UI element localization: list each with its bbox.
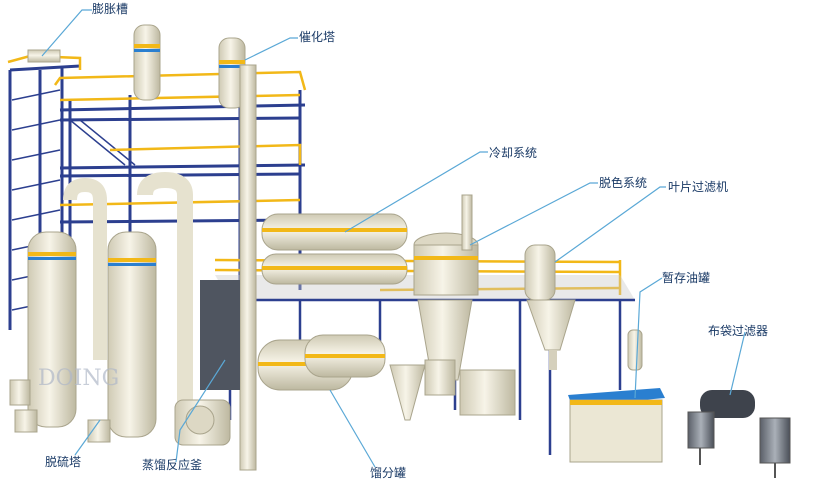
temp-oil-tank-vessel — [568, 329, 665, 463]
leaf-filter-vessel — [524, 244, 576, 370]
decolor-system-vessel — [413, 194, 479, 381]
reactor-interior — [200, 280, 240, 390]
label-leaf-filter: 叶片过滤机 — [668, 180, 729, 194]
label-fraction-tank: 馏分罐 — [370, 466, 407, 480]
callout-leaders — [41, 9, 746, 468]
bag-filter-units — [687, 390, 791, 478]
exhaust-chimney — [239, 64, 257, 471]
cooling-system-vessels — [261, 213, 408, 285]
label-catalytic-tower: 催化塔 — [299, 30, 336, 44]
label-temp-oil-tank: 暂存油罐 — [662, 271, 711, 285]
doing-watermark: DOING — [38, 366, 119, 391]
label-desulfurization-tower: 脱硫塔 — [45, 455, 82, 469]
label-bag-filter: 布袋过滤器 — [708, 324, 769, 338]
label-distillation-reactor: 蒸馏反应釜 — [142, 458, 203, 472]
label-decolor-system: 脱色系统 — [599, 176, 648, 190]
expansion-tank-vessel — [27, 49, 61, 63]
desulfurization-towers — [27, 171, 193, 438]
distillation-blower — [174, 399, 231, 446]
catalytic-tower-vessels — [133, 24, 246, 109]
fraction-tanks — [257, 334, 516, 421]
label-cooling-system: 冷却系统 — [489, 146, 538, 160]
label-expansion-tank: 膨胀槽 — [92, 2, 129, 16]
staircase — [11, 89, 136, 311]
small-pumps — [9, 379, 111, 443]
